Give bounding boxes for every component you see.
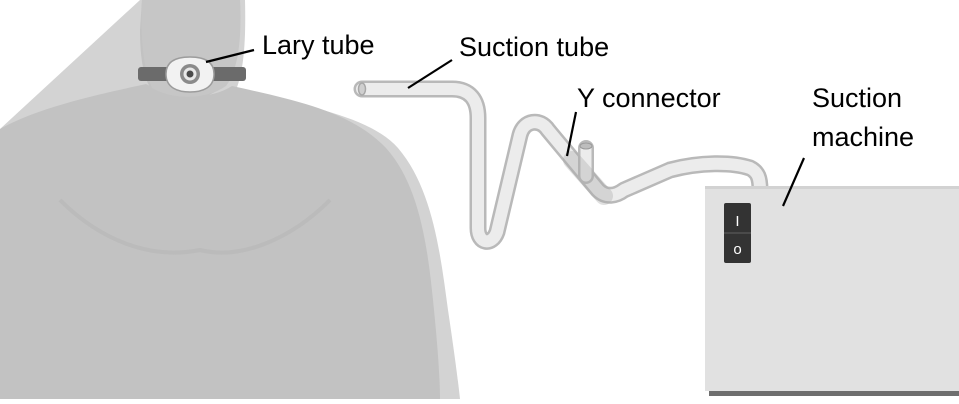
machine-top-edge — [705, 186, 959, 189]
power-switch-divider — [724, 232, 751, 234]
lary-tube-label: Lary tube — [262, 30, 375, 60]
y-connector-body — [572, 160, 604, 196]
suction-tube-open-end — [359, 83, 366, 95]
power-switch[interactable]: I o — [724, 203, 751, 263]
suction-tube-label: Suction tube — [459, 32, 609, 62]
lary-tube-opening — [187, 71, 194, 78]
suction-machine-label-line2: machine — [812, 122, 914, 152]
y-connector-label: Y connector — [577, 83, 721, 113]
suction-machine-label-line1: Suction — [812, 83, 902, 113]
power-off-symbol: o — [733, 241, 741, 258]
suction-machine: I o — [705, 186, 959, 396]
person-figure — [0, 0, 460, 399]
power-on-symbol: I — [735, 213, 739, 230]
y-connector-branch-opening — [580, 143, 592, 149]
